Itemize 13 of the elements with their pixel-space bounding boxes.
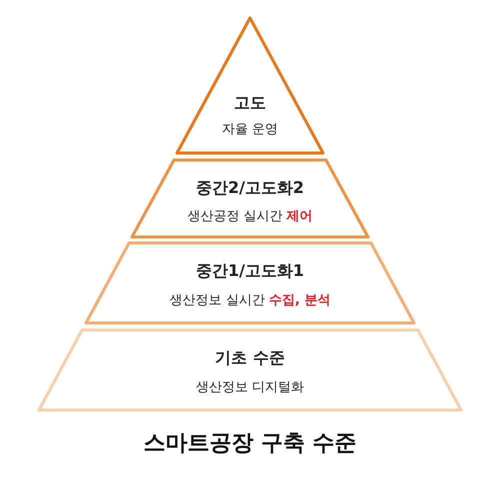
diagram-title: 스마트공장 구축 수준 bbox=[142, 430, 358, 458]
level-heading: 중간2/고도화2 bbox=[194, 178, 306, 199]
level-description: 생산정보 디지털화 bbox=[194, 379, 306, 396]
pyramid-level-band bbox=[132, 160, 368, 237]
level-heading: 중간1/고도화1 bbox=[194, 261, 306, 282]
level-heading: 기초 수준 bbox=[214, 348, 286, 369]
level-description: 자율 운영 bbox=[220, 121, 280, 138]
level-heading: 고도 bbox=[233, 93, 267, 114]
pyramid-top-triangle bbox=[177, 18, 323, 153]
level-description: 생산정보 실시간 수집, 분석 bbox=[168, 292, 332, 309]
pyramid-level-band bbox=[39, 330, 461, 410]
pyramid-level-band bbox=[86, 243, 414, 323]
level-description: 생산공정 실시간 제어 bbox=[186, 208, 314, 225]
